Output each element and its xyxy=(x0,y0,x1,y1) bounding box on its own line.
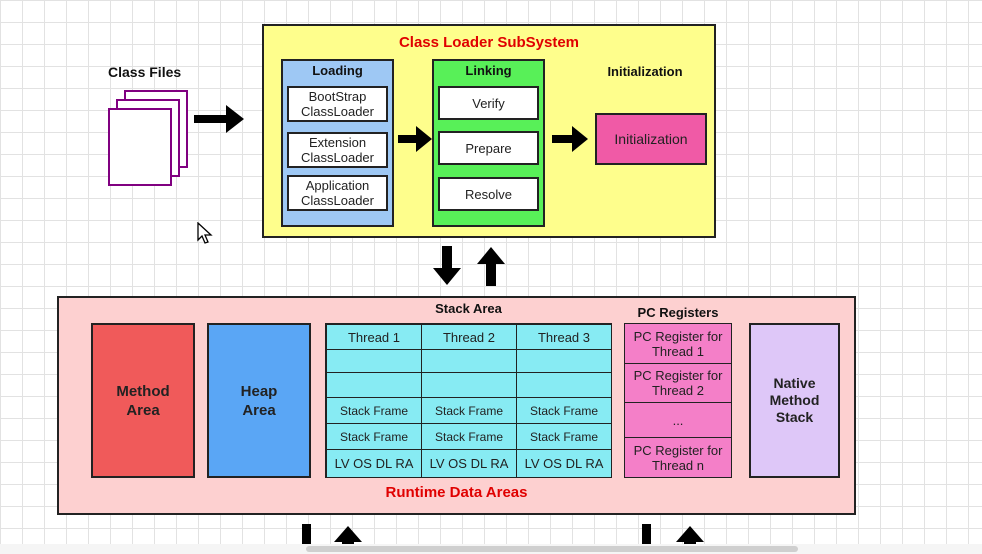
native-method-stack-box: Native Method Stack xyxy=(749,323,840,478)
horizontal-scrollbar-thumb[interactable] xyxy=(306,546,798,552)
stack-area-title: Stack Area xyxy=(435,301,502,316)
prepare-box: Prepare xyxy=(438,131,539,165)
thread-1-header: Thread 1 xyxy=(326,324,422,350)
down-arrow-icon xyxy=(433,246,461,285)
heap-area-line2: Area xyxy=(242,401,276,419)
extension-classloader-box: Extension ClassLoader xyxy=(287,132,388,168)
pc-register-line1: PC Register for xyxy=(633,368,723,383)
pc-register-line2: Thread n xyxy=(651,457,705,473)
stack-area-grid: Thread 1 Thread 2 Thread 3 Stack Frame S… xyxy=(325,323,612,478)
stack-frame-cell: Stack Frame xyxy=(516,423,612,450)
pc-register-line1: ... xyxy=(672,412,684,428)
loader-line2: ClassLoader xyxy=(301,193,374,208)
stack-frame-cell: Stack Frame xyxy=(326,423,422,450)
pc-register-line1: PC Register for xyxy=(633,328,723,344)
runtime-title: Runtime Data Areas xyxy=(385,484,528,501)
stack-frame-cell: Stack Frame xyxy=(421,423,517,450)
up-arrow-icon xyxy=(477,247,505,286)
initialization-title: Initialization xyxy=(607,64,683,79)
stack-frame-cell: Stack Frame xyxy=(326,397,422,424)
empty-frame xyxy=(516,372,612,398)
thread-3-header: Thread 3 xyxy=(516,324,612,350)
heap-area-line1: Heap xyxy=(240,382,278,400)
native-line3: Stack xyxy=(775,409,814,425)
stack-frame-cell: Stack Frame xyxy=(421,397,517,424)
empty-frame xyxy=(421,349,517,373)
native-line1: Native xyxy=(773,375,816,391)
right-arrow-icon xyxy=(194,105,244,133)
pc-register-ellipsis: ... xyxy=(624,402,732,438)
application-classloader-box: Application ClassLoader xyxy=(287,175,388,211)
down-arrow-icon xyxy=(642,524,651,544)
loader-line2: ClassLoader xyxy=(301,150,374,165)
pc-register-line2: Thread 1 xyxy=(651,343,705,359)
pc-register-thread-2: PC Register for Thread 2 xyxy=(624,363,732,403)
frame-contents-cell: LV OS DL RA xyxy=(421,449,517,478)
empty-frame xyxy=(326,372,422,398)
empty-frame xyxy=(516,349,612,373)
pc-register-line1: PC Register for xyxy=(633,442,723,458)
up-arrow-icon xyxy=(676,526,704,544)
subsystem-title: Class Loader SubSystem xyxy=(398,34,580,51)
loading-title: Loading xyxy=(312,63,363,78)
empty-frame xyxy=(326,349,422,373)
right-arrow-icon xyxy=(552,126,588,152)
frame-contents-cell: LV OS DL RA xyxy=(326,449,422,478)
method-area-box: Method Area xyxy=(91,323,195,478)
method-area-line1: Method xyxy=(116,382,170,400)
native-line2: Method xyxy=(769,392,820,408)
right-arrow-icon xyxy=(398,126,432,152)
loader-line2: ClassLoader xyxy=(301,104,374,119)
pc-register-thread-1: PC Register for Thread 1 xyxy=(624,323,732,364)
verify-box: Verify xyxy=(438,86,539,120)
class-file-icon xyxy=(108,90,192,190)
class-files-label: Class Files xyxy=(108,64,182,80)
heap-area-box: Heap Area xyxy=(207,323,311,478)
pc-registers-title: PC Registers xyxy=(637,305,719,320)
loader-line1: BootStrap xyxy=(308,89,367,104)
mouse-cursor-icon xyxy=(197,222,213,244)
loader-line1: Extension xyxy=(308,135,367,150)
bootstrap-classloader-box: BootStrap ClassLoader xyxy=(287,86,388,122)
resolve-box: Resolve xyxy=(438,177,539,211)
method-area-line2: Area xyxy=(126,401,160,419)
pc-register-line2: Thread 2 xyxy=(651,383,705,398)
thread-2-header: Thread 2 xyxy=(421,324,517,350)
linking-title: Linking xyxy=(465,63,512,78)
empty-frame xyxy=(421,372,517,398)
initialization-box: Initialization xyxy=(595,113,707,165)
frame-contents-cell: LV OS DL RA xyxy=(516,449,612,478)
down-arrow-icon xyxy=(302,524,311,544)
pc-register-thread-n: PC Register for Thread n xyxy=(624,437,732,478)
stack-frame-cell: Stack Frame xyxy=(516,397,612,424)
loader-line1: Application xyxy=(305,178,370,193)
up-arrow-icon xyxy=(334,526,362,544)
